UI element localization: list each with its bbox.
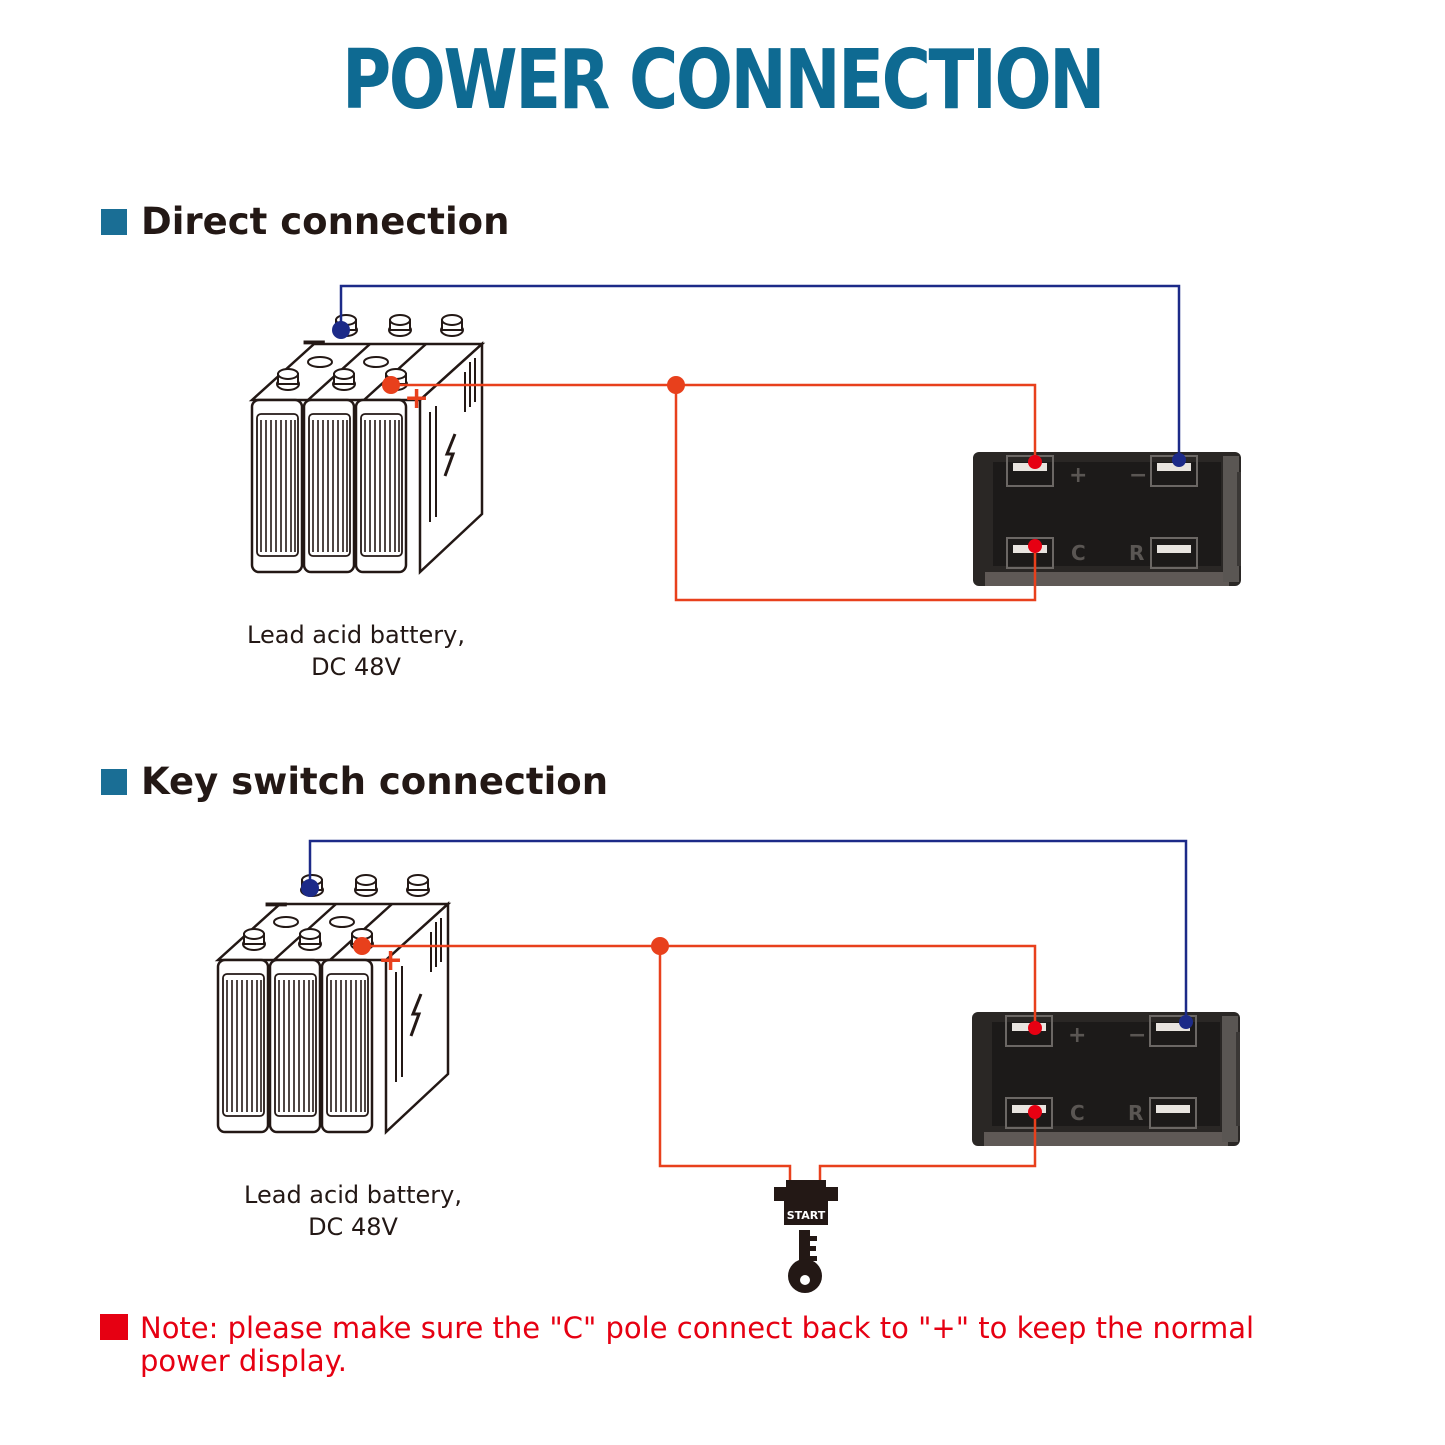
section-title: Direct connection (141, 200, 510, 243)
battery-label-key-switch: Lead acid battery, DC 48V (193, 1179, 513, 1243)
direct-connection-diagram: − + + − C R (252, 284, 1242, 602)
negative-wire (339, 284, 1181, 460)
terminal-label: + (1069, 463, 1087, 488)
terminal-label: R (1129, 541, 1144, 565)
battery-negative-symbol: − (262, 884, 291, 924)
terminal-label: R (1128, 1101, 1143, 1125)
page-title: POWER CONNECTION (341, 33, 1105, 128)
battery-negative-symbol: − (300, 322, 329, 362)
meter-c-dot (1028, 1105, 1042, 1119)
section-heading-direct: Direct connection (101, 200, 509, 243)
c-pole-wire (674, 385, 1037, 602)
meter-positive-dot (1028, 1021, 1042, 1035)
positive-terminal-dot (353, 937, 371, 955)
battery-positive-symbol: + (378, 943, 403, 978)
key-icon (788, 1230, 822, 1293)
battery-label-line1: Lead acid battery, (247, 621, 465, 649)
key-switch-in-wire (658, 946, 792, 1186)
battery-pack-2 (218, 875, 448, 1132)
terminal-label: − (1128, 1023, 1146, 1048)
positive-terminal-dot (382, 376, 400, 394)
battery-positive-symbol: + (404, 381, 429, 416)
meter-c-dot (1028, 539, 1042, 553)
battery-label-direct: Lead acid battery, DC 48V (196, 619, 516, 683)
note-text: Note: please make sure the "C" pole conn… (140, 1311, 1255, 1378)
battery-label-line1: Lead acid battery, (244, 1181, 462, 1209)
meter-negative-dot (1179, 1015, 1193, 1029)
junction-dot (667, 376, 685, 394)
section-title: Key switch connection (141, 760, 609, 803)
battery-label-line2: DC 48V (308, 1213, 398, 1241)
terminal-label: + (1068, 1023, 1086, 1048)
positive-wire (391, 383, 1037, 462)
terminal-label: C (1070, 1101, 1085, 1125)
positive-wire (362, 944, 1037, 1028)
section-marker-square (101, 208, 127, 235)
key-switch-label: START (787, 1209, 826, 1222)
meter-positive-dot (1028, 455, 1042, 469)
note-marker-square (100, 1314, 128, 1340)
key-switch-out-wire (818, 1112, 1037, 1186)
negative-terminal-dot (332, 321, 350, 339)
battery-monitor-1: + − C R (972, 451, 1242, 587)
key-switch: START (774, 1180, 838, 1293)
meter-negative-dot (1172, 453, 1186, 467)
battery-monitor-2: + − C R (971, 1011, 1241, 1147)
terminal-label: C (1071, 541, 1086, 565)
negative-terminal-dot (301, 879, 319, 897)
section-marker-square (101, 768, 127, 795)
battery-label-line2: DC 48V (311, 653, 401, 681)
battery-pack-1 (252, 315, 482, 572)
junction-dot (651, 937, 669, 955)
key-switch-diagram: − + + − C R START (218, 839, 1241, 1293)
terminal-label: − (1129, 463, 1147, 488)
section-heading-key-switch: Key switch connection (101, 760, 608, 803)
negative-wire (308, 839, 1188, 1022)
